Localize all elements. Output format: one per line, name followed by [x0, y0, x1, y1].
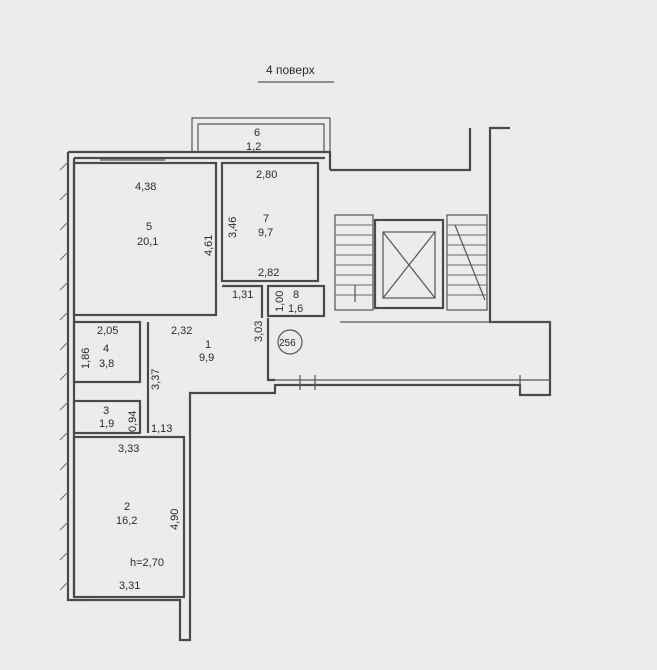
- balcony: [191, 117, 331, 152]
- room-5-number: 5: [146, 221, 152, 233]
- dim-corridor-side: 3,03: [253, 321, 265, 342]
- dim-r8-side: 1,00: [274, 291, 286, 312]
- dim-r3-side: 0,94: [127, 411, 139, 432]
- room-2-outline: [72, 435, 186, 599]
- ceiling-height: h=2,70: [130, 557, 164, 569]
- elevator-shaft: [373, 218, 445, 310]
- dim-hall-width: 2,32: [171, 325, 192, 337]
- room-3-number: 3: [103, 405, 109, 417]
- room-7-number: 7: [263, 213, 269, 225]
- corridor: [275, 321, 550, 390]
- exterior-hatch: [59, 161, 69, 591]
- building-mark: 256: [277, 329, 303, 355]
- dim-r4-side: 1,86: [80, 348, 92, 369]
- room-5-area: 20,1: [137, 236, 158, 248]
- dim-r7-bottom: 2,82: [258, 267, 279, 279]
- room-4-number: 4: [103, 343, 109, 355]
- room-8-area: 1,6: [288, 303, 303, 315]
- room-5-outline: [72, 161, 218, 317]
- room-2-number: 2: [124, 501, 130, 513]
- room-8-outline: [266, 284, 326, 318]
- hall-walls: [146, 284, 275, 433]
- room-7-outline: [220, 161, 320, 283]
- dim-r4-width: 2,05: [97, 325, 118, 337]
- dim-r8-width: 1,31: [232, 289, 253, 301]
- dim-r2-bottom: 3,31: [119, 580, 140, 592]
- room-3-area: 1,9: [99, 418, 114, 430]
- stairwell: [334, 214, 488, 311]
- dim-r2-top: 3,33: [118, 443, 139, 455]
- room-7-area: 9,7: [258, 227, 273, 239]
- dim-hall-side: 3,37: [150, 369, 162, 390]
- dim-r3-width: 1,13: [151, 423, 172, 435]
- building-mark-number: 256: [279, 338, 296, 349]
- room-6-area: 1,2: [246, 141, 261, 153]
- room-4-outline: [72, 320, 142, 384]
- room-6-number: 6: [254, 127, 260, 139]
- room-4-area: 3,8: [99, 358, 114, 370]
- dim-r7-side: 3,46: [227, 217, 239, 238]
- dim-r5-width: 4,38: [135, 181, 156, 193]
- dim-r2-side: 4,90: [169, 509, 181, 530]
- dim-r7-top: 2,80: [256, 169, 277, 181]
- room-2-area: 16,2: [116, 515, 137, 527]
- room-1-area: 9,9: [199, 352, 214, 364]
- room-3-outline: [72, 399, 142, 435]
- room-8-number: 8: [293, 289, 299, 301]
- room-1-number: 1: [205, 339, 211, 351]
- floor-title: 4 поверх: [266, 63, 315, 77]
- dim-r5-depth: 4,61: [203, 235, 215, 256]
